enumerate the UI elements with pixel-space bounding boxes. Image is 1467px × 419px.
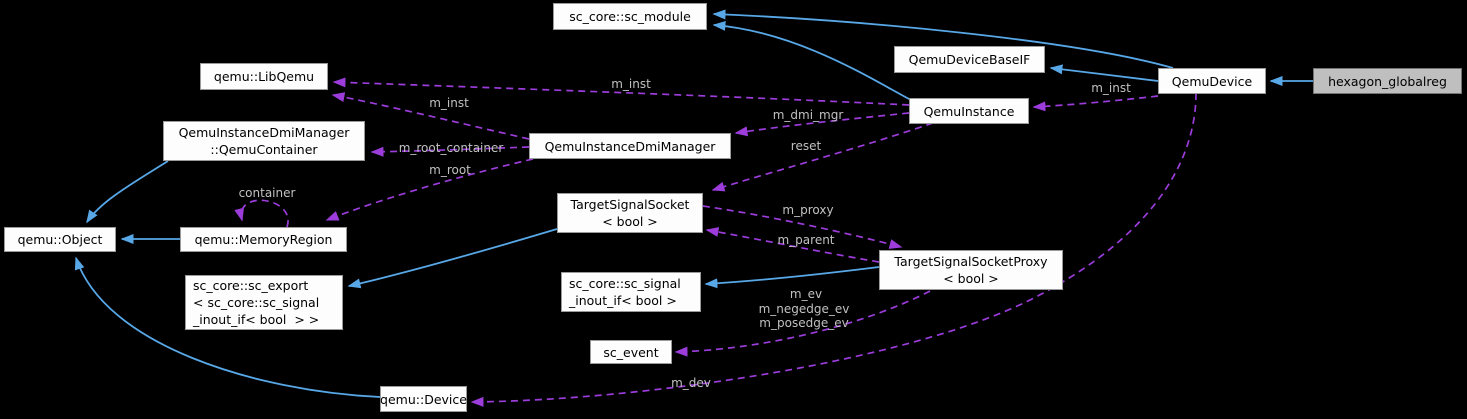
edge-label-container: container [238, 186, 296, 200]
node-qemu-object[interactable]: qemu::Object [4, 227, 116, 252]
edge-usage-qemuinstance-tss-reset [711, 122, 934, 192]
node-sc-export[interactable]: sc_core::sc_export < sc_core::sc_signal … [185, 275, 343, 330]
edge-label-m-inst-device: m_inst [1091, 81, 1131, 95]
edge-label-m-parent: m_parent [777, 233, 835, 247]
edge-usage-proxy-tss [705, 227, 880, 263]
node-qemu-device[interactable]: QemuDevice [1158, 68, 1266, 94]
node-qemu-instance[interactable]: QemuInstance [909, 98, 1029, 124]
edge-label-m-dev: m_dev [671, 376, 711, 390]
edge-label-m-negedge-ev: m_negedge_ev [758, 302, 850, 316]
edge-label-m-root-container: m_root_container [398, 141, 504, 155]
edge-inherit-proxy-inoutif [704, 266, 880, 289]
node-qemu-libqemu[interactable]: qemu::LibQemu [200, 63, 328, 90]
node-target-signal-socket-proxy[interactable]: TargetSignalSocketProxy < bool > [879, 250, 1063, 290]
node-qemu-container[interactable]: QemuInstanceDmiManager ::QemuContainer [163, 121, 365, 161]
edge-label-m-ev: m_ev [789, 287, 823, 301]
edge-usage-qemudevice-qemuinstance [1032, 95, 1159, 112]
edge-label-m-posedge-ev: m_posedge_ev [759, 316, 849, 330]
node-sc-core-sc-module[interactable]: sc_core::sc_module [553, 3, 707, 30]
edge-inherit-tss-scexport [347, 228, 558, 289]
node-qemu-device-lower[interactable]: qemu::Device [380, 386, 467, 412]
edge-usage-qemuinstance-libqemu [332, 77, 910, 106]
edge-inherit-qemudevice-baseif [1049, 64, 1159, 82]
edge-usage-qemuinstance-dmimanager [734, 112, 910, 137]
node-sc-event[interactable]: sc_event [590, 340, 672, 364]
node-target-signal-socket[interactable]: TargetSignalSocket < bool > [557, 193, 703, 233]
edge-inherit-container-object [86, 160, 169, 224]
node-hexagon-globalreg: hexagon_globalreg [1313, 68, 1462, 94]
edge-usage-tss-proxy [702, 205, 903, 249]
node-qemu-memory-region[interactable]: qemu::MemoryRegion [180, 227, 347, 252]
edge-label-m-dmi-mgr: m_dmi_mgr [772, 108, 844, 122]
edge-inherit-qemudevice-scmodule [712, 9, 1174, 69]
edge-label-reset: reset [790, 139, 822, 153]
node-qemu-device-base-if[interactable]: QemuDeviceBaseIF [894, 46, 1045, 73]
edge-usage-qemudevice-device [470, 92, 1197, 407]
edge-usage-dmimanager-memoryregion [325, 158, 534, 221]
edge-inherit-device-object [74, 256, 381, 398]
edge-label-m-inst-instance: m_inst [611, 77, 651, 91]
edge-label-m-proxy: m_proxy [782, 203, 834, 217]
edge-usage-dmimanager-container [370, 146, 530, 157]
node-qemu-instance-dmi-manager[interactable]: QemuInstanceDmiManager [529, 133, 731, 159]
edge-usage-dmimanager-libqemu [331, 92, 530, 140]
node-sc-signal-inout-if[interactable]: sc_core::sc_signal _inout_if< bool > [561, 272, 701, 312]
edge-label-m-root: m_root [429, 163, 471, 177]
edge-label-m-inst-dmi: m_inst [429, 96, 469, 110]
edge-usage-proxy-scevent [674, 290, 931, 357]
edge-usage-memoryregion-self [234, 199, 289, 228]
edge-inherit-qemuinstance-scmodule [712, 20, 912, 101]
